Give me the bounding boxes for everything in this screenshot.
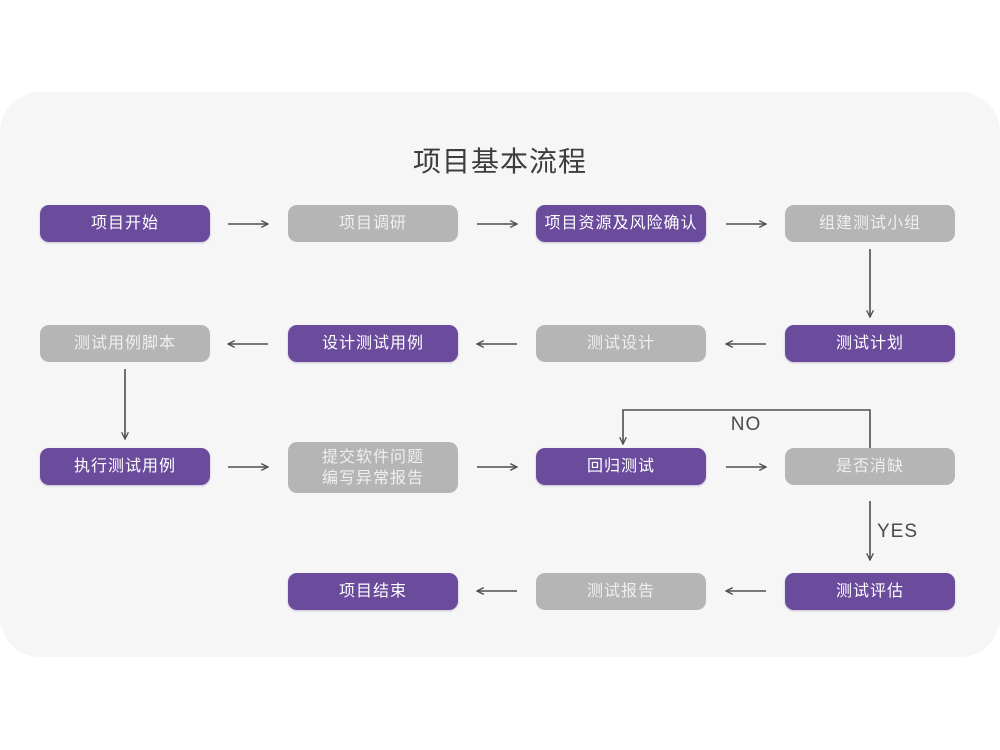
flow-node-label: 项目开始 xyxy=(90,215,159,232)
flow-node-label-line2: 编写异常报告 xyxy=(321,469,424,487)
flow-node-label: 测试设计 xyxy=(586,335,655,352)
flowchart-card xyxy=(0,92,1000,657)
flow-node-label: 测试报告 xyxy=(586,583,655,600)
flow-node-test-report: 测试报告 xyxy=(536,573,706,610)
flow-node-test-evaluate: 测试评估 xyxy=(785,573,955,610)
flow-node-label: 是否消缺 xyxy=(835,458,904,475)
flow-node-test-case-script: 测试用例脚本 xyxy=(40,325,210,362)
flow-node-build-test-team: 组建测试小组 xyxy=(785,205,955,242)
flow-node-regression-test: 回归测试 xyxy=(536,448,706,485)
flow-node-label: 测试计划 xyxy=(835,335,904,352)
flow-node-label-line1: 提交软件问题 xyxy=(321,448,424,466)
page-title: 项目基本流程 xyxy=(412,146,587,177)
flow-node-project-start: 项目开始 xyxy=(40,205,210,242)
flow-node-label: 测试评估 xyxy=(835,583,904,600)
flow-node-label: 项目调研 xyxy=(338,215,407,232)
branch-label-yes: YES xyxy=(877,521,919,542)
branch-label-no: NO xyxy=(730,414,762,435)
flow-node-project-end: 项目结束 xyxy=(288,573,458,610)
flow-node-test-design: 测试设计 xyxy=(536,325,706,362)
flow-node-label: 执行测试用例 xyxy=(73,458,176,475)
flow-node-label: 组建测试小组 xyxy=(818,215,921,232)
flow-node-label: 回归测试 xyxy=(586,458,655,475)
flow-node-label: 项目资源及风险确认 xyxy=(544,215,698,232)
flow-node-execute-test-case: 执行测试用例 xyxy=(40,448,210,485)
flow-node-label: 项目结束 xyxy=(338,583,407,600)
flow-node-defect-check: 是否消缺 xyxy=(785,448,955,485)
flow-node-test-plan: 测试计划 xyxy=(785,325,955,362)
flow-node-resource-risk: 项目资源及风险确认 xyxy=(536,205,706,242)
flow-node-submit-issue: 提交软件问题 编写异常报告 xyxy=(288,442,458,493)
flow-node-label: 设计测试用例 xyxy=(321,335,424,352)
flow-node-label: 测试用例脚本 xyxy=(73,335,176,352)
flow-node-design-test-case: 设计测试用例 xyxy=(288,325,458,362)
flow-node-project-research: 项目调研 xyxy=(288,205,458,242)
